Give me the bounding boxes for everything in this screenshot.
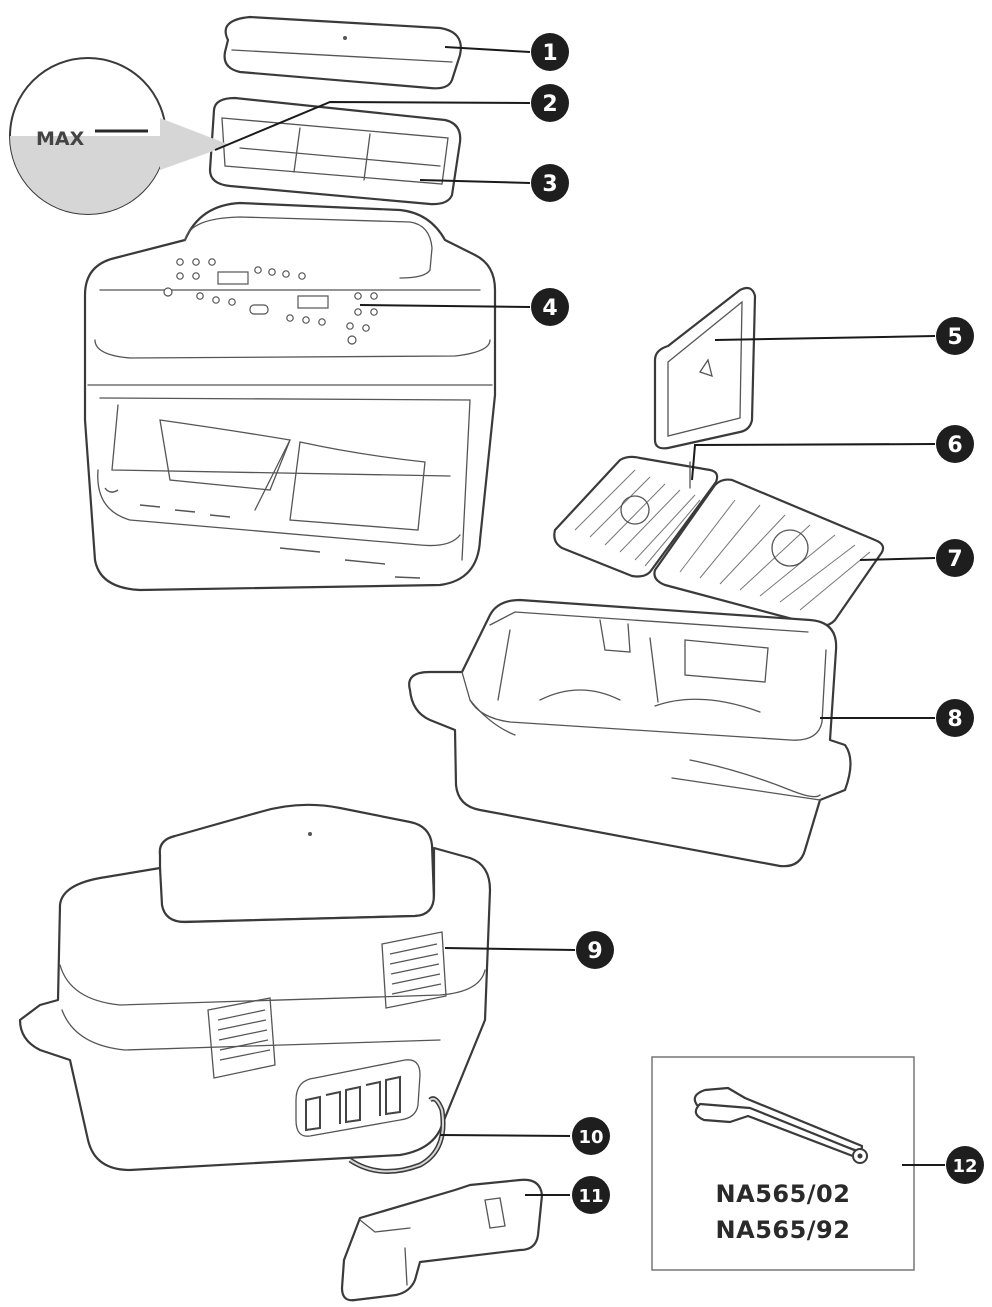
callout-number: 11 (578, 1186, 603, 1207)
callout-number: 6 (947, 433, 962, 458)
leader-lines (214, 46, 945, 1196)
callout-badge-3: 3 (531, 164, 569, 202)
accessory-box (651, 1056, 915, 1271)
callout-badge-1: 1 (531, 33, 569, 71)
callout-number: 2 (542, 92, 557, 117)
callout-number: 3 (542, 172, 557, 197)
max-label: MAX (36, 128, 85, 150)
callout-badge-2: 2 (531, 84, 569, 122)
divider-plate-part (653, 286, 757, 450)
callout-badge-9: 9 (576, 931, 614, 969)
model-number-1: NA565/02 (715, 1180, 851, 1208)
callout-badge-10: 10 (572, 1117, 610, 1155)
basket-part (408, 598, 852, 868)
crisper-plates-part (553, 455, 885, 627)
callout-number: 9 (587, 939, 602, 964)
lid-part (223, 15, 462, 90)
callout-badge-5: 5 (936, 317, 974, 355)
callout-number: 8 (947, 707, 962, 732)
cord-clip-part (340, 1178, 544, 1302)
water-tray-part (208, 96, 462, 206)
callout-number: 12 (952, 1156, 977, 1177)
callout-number: 1 (542, 41, 557, 66)
callout-badge-8: 8 (936, 699, 974, 737)
callout-badge-4: 4 (531, 288, 569, 326)
callout-badge-7: 7 (936, 539, 974, 577)
callout-number: 5 (947, 325, 962, 350)
callout-badge-11: 11 (572, 1176, 610, 1214)
callout-number: 7 (947, 547, 962, 572)
callout-number: 4 (542, 296, 557, 321)
callout-badge-12: 12 (946, 1146, 984, 1184)
max-fill-inset: MAX (9, 57, 230, 215)
main-unit-part (83, 201, 497, 592)
callout-number: 10 (578, 1127, 603, 1148)
callout-badge-6: 6 (936, 425, 974, 463)
rear-unit-part (18, 803, 492, 1174)
tongs-illustration (693, 1086, 868, 1164)
model-number-2: NA565/92 (715, 1216, 851, 1244)
callout-badges: 1 2 3 4 5 6 7 8 9 10 11 12 (531, 33, 984, 1214)
